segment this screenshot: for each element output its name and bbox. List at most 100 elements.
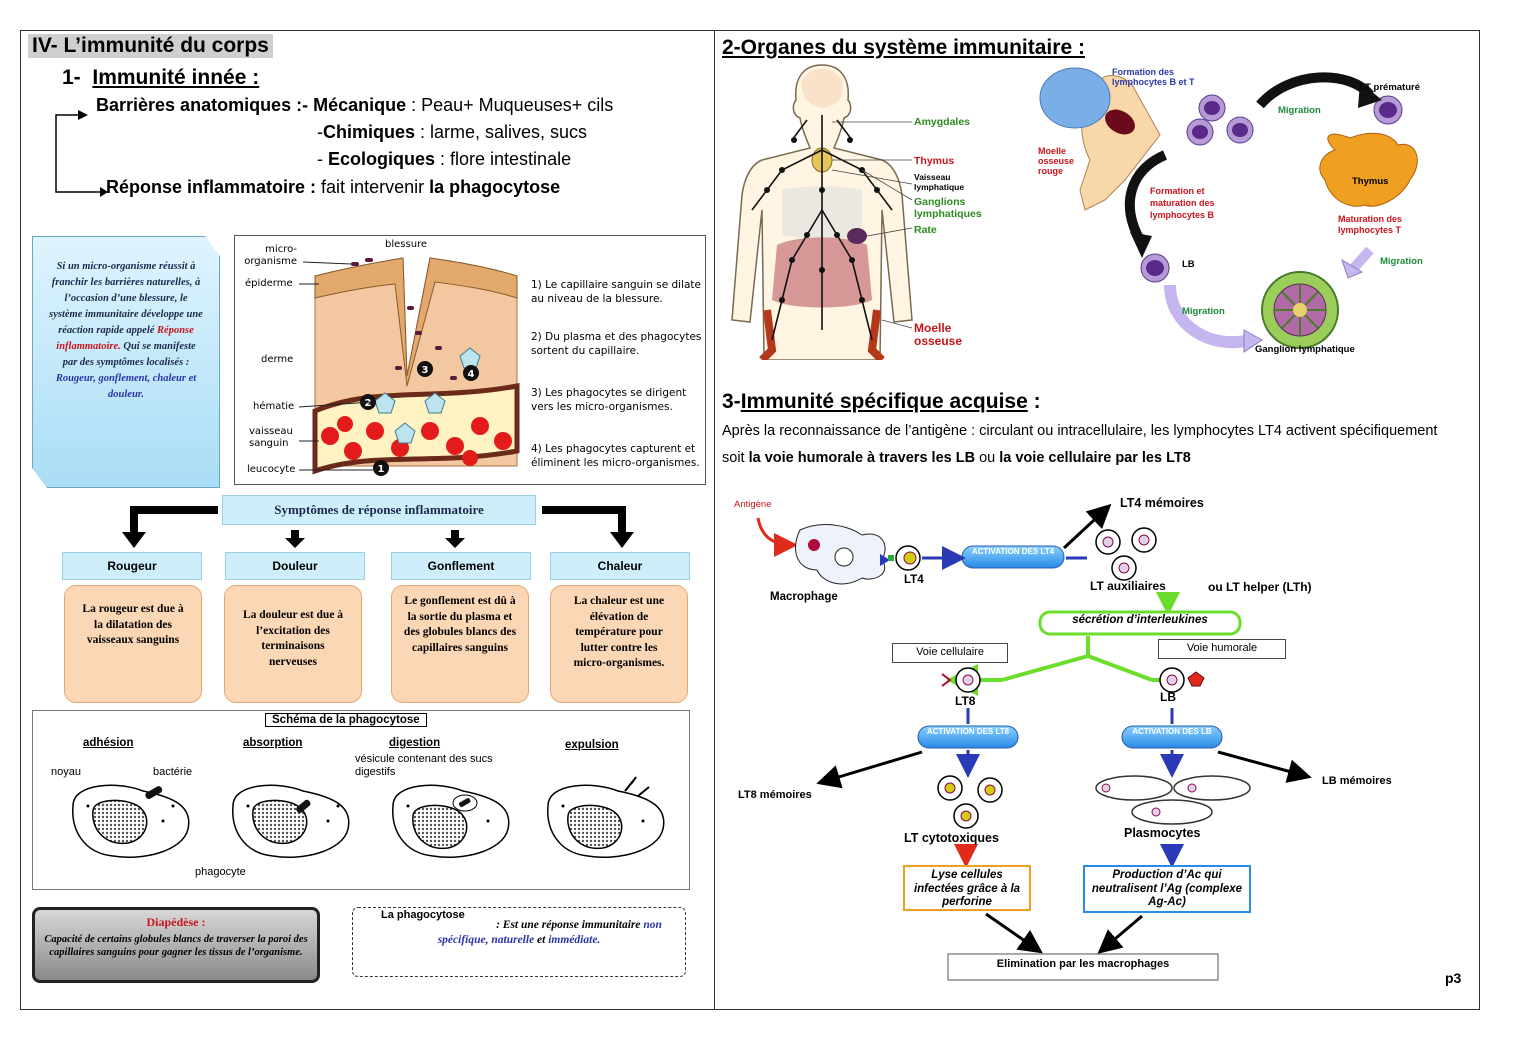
label-thymus-2: Thymus: [1352, 176, 1389, 187]
section-title: IV- L’immunité du corps: [28, 34, 273, 58]
note-blue-text: Rougeur, gonflement, chaleur et douleur.: [55, 373, 197, 400]
symptom-gonflement-text: Le gonflement est dû à la sortie du plas…: [391, 585, 529, 703]
phago-box-blue-2: immédiate.: [548, 934, 601, 946]
phago-box-text-2: et: [534, 934, 549, 946]
label-phagocyte: phagocyte: [195, 866, 246, 878]
phago-box-title: La phagocytose: [381, 909, 465, 921]
phagocytosis-title: Schéma de la phagocytose: [265, 713, 427, 727]
phagocytosis-definition-box: La phagocytose : Est une réponse immunit…: [352, 907, 686, 977]
response-line: Réponse inflammatoire : fait intervenir …: [106, 177, 560, 198]
column-divider: [714, 30, 715, 1010]
barrier-line-3: - Ecologiques : flore intestinale: [317, 149, 571, 170]
page-number: p3: [1445, 970, 1462, 986]
specific-immunity-flow: [756, 503, 1312, 981]
svg-text:3: 3: [422, 365, 429, 376]
activation-lb: ACTIVATION DES LB: [1132, 727, 1212, 736]
label-lt8: LT8: [955, 694, 976, 708]
note-text-2: Qui se manifeste par des symptômes local…: [62, 341, 196, 368]
label-formation-b: Formation et maturation des lymphocytes …: [1150, 186, 1215, 220]
label-voie-cellulaire: Voie cellulaire: [892, 643, 1008, 663]
activation-lt4: ACTIVATION DES LT4: [971, 547, 1055, 556]
diapedese-box: Diapédèse : Capacité de certains globule…: [32, 907, 320, 983]
label-vaisseau: vaisseau sanguin: [249, 426, 293, 449]
label-plasmocytes: Plasmocytes: [1124, 826, 1201, 840]
label-lb-1: LB: [1182, 259, 1195, 270]
organs-title: 2-Organes du système immunitaire :: [722, 36, 1085, 59]
ecologiques-label: Ecologiques: [328, 149, 436, 169]
label-derme: derme: [261, 354, 294, 365]
symptom-chaleur-text: La chaleur est une élévation de températ…: [550, 585, 688, 703]
stage-expulsion: expulsion: [565, 739, 619, 751]
barrier-label: Barrières anatomiques :-: [96, 95, 314, 115]
label-lt4: LT4: [904, 574, 924, 586]
phagocytosis-diagram: Schéma de la phagocytose adhésion absorp…: [32, 710, 690, 890]
label-ganglion: Ganglion lymphatique: [1255, 344, 1355, 355]
svg-text:1: 1: [378, 464, 385, 475]
mecanique-label: Mécanique: [313, 95, 407, 115]
label-ganglions: Ganglions lymphatiques: [914, 196, 982, 220]
note-text-1: Si un micro-organisme réussit à franchir…: [49, 261, 203, 336]
label-hematie: hématie: [253, 401, 295, 412]
label-lt-helper: ou LT helper (LTh): [1208, 580, 1312, 594]
symptoms-title: Symptômes de réponse inflammatoire: [222, 495, 536, 525]
stage-absorption: absorption: [243, 737, 303, 749]
label-migration-2: Migration: [1380, 256, 1423, 267]
label-lyse: Lyse cellules infectées grâce à la perfo…: [913, 869, 1021, 908]
label-rate: Rate: [914, 224, 937, 236]
ecologiques-prefix: -: [317, 149, 328, 169]
label-formation-lymphocytes: Formation des lymphocytes B et T: [1112, 67, 1195, 87]
inflammation-steps: 1) Le capillaire sanguin se dilate au ni…: [531, 278, 703, 470]
symptom-rougeur-text: La rougeur est due à la dilatation des v…: [64, 585, 202, 703]
svg-text:2: 2: [365, 398, 372, 409]
phago-box-text-1: : Est une réponse immunitaire: [496, 919, 644, 931]
chimiques-text: : larme, salives, sucs: [415, 122, 588, 142]
label-micro-organisme: micro-organisme: [244, 244, 297, 267]
specific-bold-2: la voie cellulaire par les LT8: [999, 450, 1191, 466]
symptom-chaleur-title: Chaleur: [550, 552, 690, 580]
label-lb-memoires: LB mémoires: [1322, 775, 1392, 787]
symptoms-arrows: [122, 506, 634, 548]
specific-title-label: Immunité spécifique acquise: [740, 390, 1028, 413]
inflammation-note: Si un micro-organisme réussit à franchir…: [32, 236, 220, 488]
label-antigene: Antigène: [734, 499, 772, 510]
bracket-arrow: [55, 110, 108, 197]
mecanique-text: : Peau+ Muqueuses+ cils: [406, 95, 614, 115]
note-red-text: Réponse inflammatoire.: [56, 325, 194, 352]
label-lt4-memoires: LT4 mémoires: [1120, 496, 1204, 510]
response-text: fait intervenir: [316, 177, 430, 197]
specific-bold-1: la voie humorale à travers les LB: [748, 450, 976, 466]
label-migration-1: Migration: [1278, 105, 1321, 116]
symptom-douleur-text: La douleur est due à l’excitation des te…: [224, 585, 362, 703]
label-lt-cytotoxiques: LT cytotoxiques: [904, 831, 999, 845]
label-blessure: blessure: [385, 239, 428, 250]
subsection-number: 1-: [62, 66, 81, 89]
label-elimination: Elimination par les macrophages: [996, 958, 1170, 970]
subsection-label: Immunité innée :: [92, 66, 260, 89]
step-2: 2) Du plasma et des phagocytes sortent d…: [531, 331, 702, 357]
subsection-title: 1- Immunité innée :: [62, 66, 259, 90]
svg-text:4: 4: [468, 369, 475, 380]
label-voie-humorale: Voie humorale: [1158, 639, 1286, 659]
step-3: 3) Les phagocytes se dirigent vers les m…: [531, 387, 687, 413]
label-macrophage: Macrophage: [770, 591, 838, 603]
chimiques-prefix: -: [317, 122, 323, 142]
specific-title-num: 3-: [722, 390, 741, 413]
label-bacterie: bactérie: [153, 766, 193, 778]
specific-title-colon: :: [1027, 390, 1041, 413]
label-amygdales: Amygdales: [914, 116, 971, 128]
label-moelle: Moelle osseuse: [914, 321, 963, 348]
specific-text: Après la reconnaissance de l’antigène : …: [722, 418, 1452, 472]
barrier-line-1: Barrières anatomiques :- Mécanique : Pea…: [96, 95, 613, 116]
label-vaisseau-lymphatique: Vaisseau lymphatique: [914, 172, 965, 192]
label-maturation-t: Maturation des lymphocytes T: [1338, 214, 1403, 235]
phagocyte-cells: [72, 776, 665, 858]
label-lt-auxiliaires: LT auxiliaires: [1090, 579, 1166, 593]
response-bold: la phagocytose: [429, 177, 561, 197]
phago-box-blue: non spécifique, naturelle: [437, 919, 662, 946]
label-secretion: sécrétion d’interleukines: [1072, 614, 1208, 626]
specific-title: 3-Immunité spécifique acquise :: [722, 390, 1041, 414]
label-lb: LB: [1160, 690, 1176, 704]
activation-lt8: ACTIVATION DES LT8: [926, 727, 1010, 736]
label-leucocyte: leucocyte: [247, 464, 296, 475]
